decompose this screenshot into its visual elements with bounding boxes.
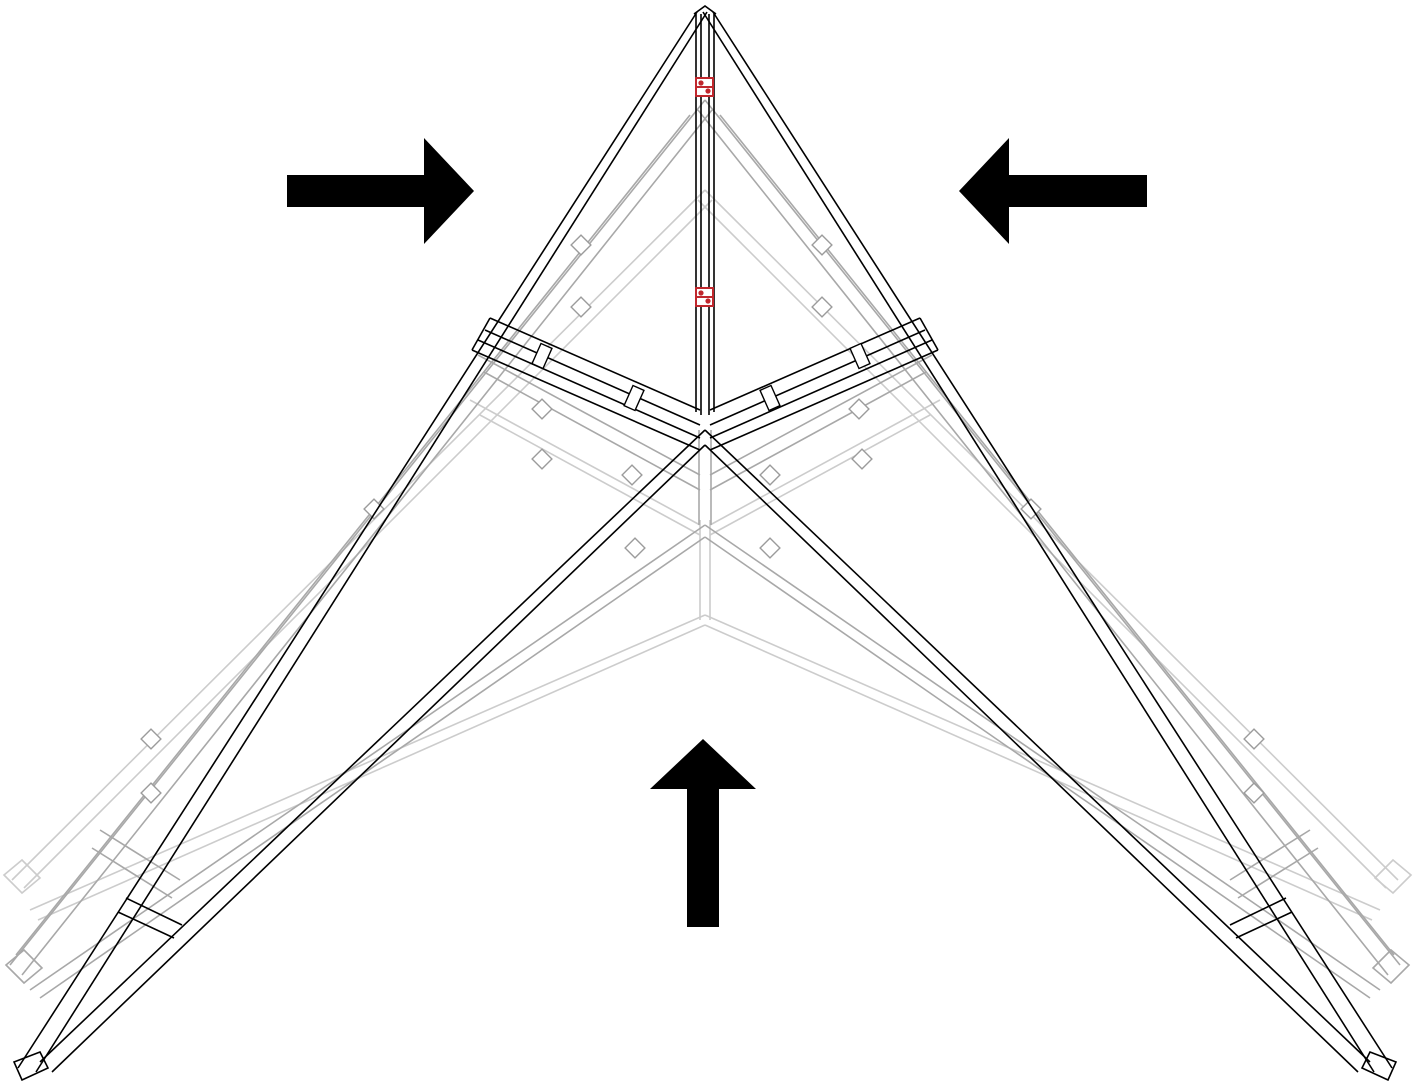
ghost-connectors xyxy=(140,234,1265,804)
arrow-up-icon xyxy=(650,739,756,927)
frame-ghost-1 xyxy=(4,99,1411,999)
beam-connectors xyxy=(531,342,871,412)
bracket-plate-icon xyxy=(695,77,714,307)
arrow-right-icon xyxy=(287,138,474,244)
arrow-left-icon xyxy=(959,138,1147,244)
